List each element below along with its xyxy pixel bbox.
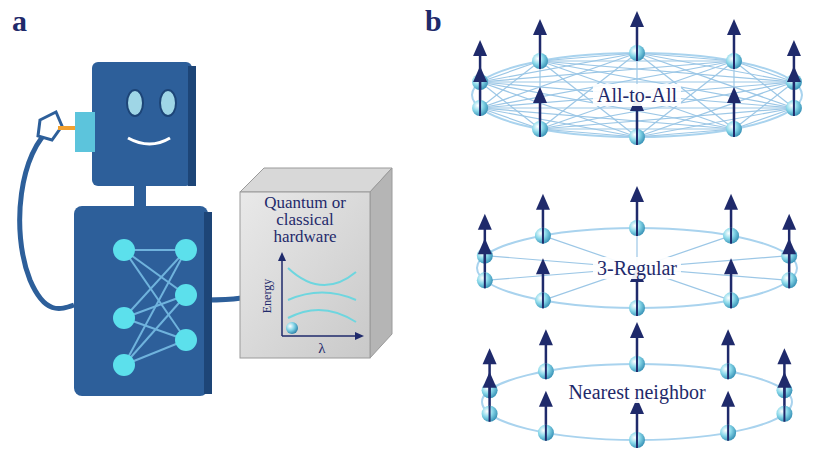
- graph-label: 3-Regular: [593, 257, 681, 279]
- hardware-box: Quantum or classical hardware: [240, 192, 370, 247]
- hardware-label: Quantum or classical hardware: [240, 194, 370, 245]
- graph-label: All-to-All: [593, 84, 681, 106]
- panel-letter: b: [425, 4, 442, 37]
- axis-label: Energy: [261, 279, 274, 313]
- graph-label: Nearest neighbor: [564, 381, 709, 403]
- axis-label: λ: [318, 340, 325, 357]
- panel-letter: a: [12, 4, 27, 37]
